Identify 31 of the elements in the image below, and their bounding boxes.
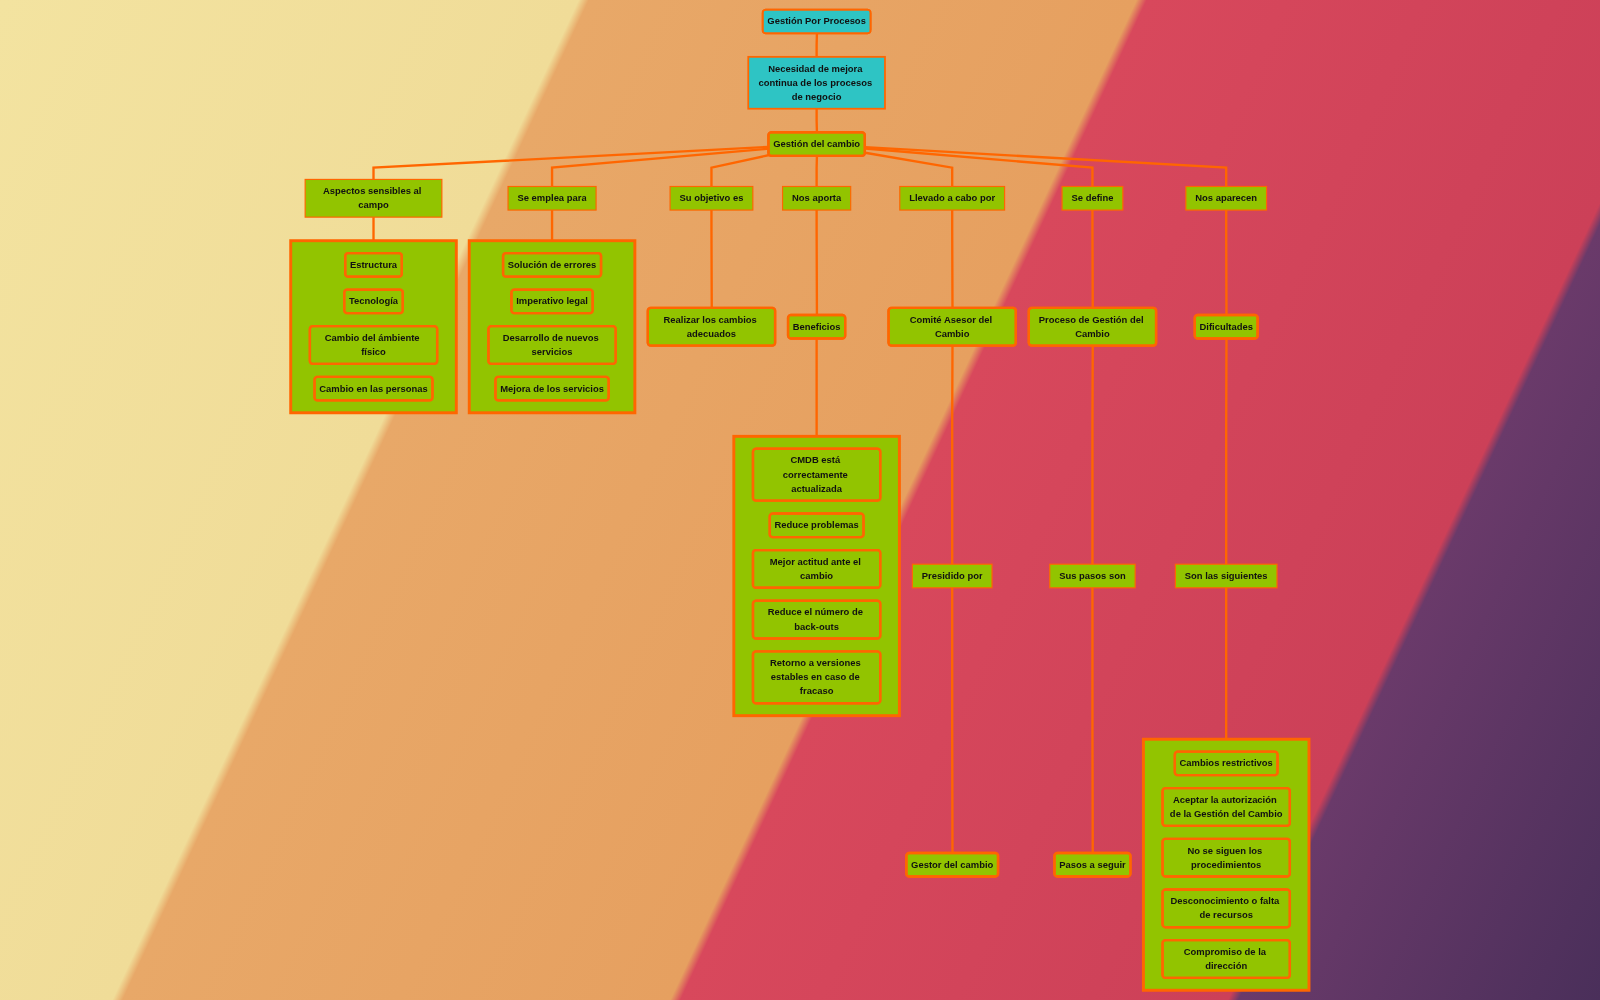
cluster xyxy=(467,239,637,415)
connector xyxy=(815,156,819,187)
node-box: Sus pasos son xyxy=(1049,563,1136,589)
node-box: Presidido por xyxy=(911,563,993,589)
connector xyxy=(372,217,375,241)
node-box: Se emplea para xyxy=(507,185,597,211)
node-box: Necesidad de mejora continua de los procesos de negocio xyxy=(747,55,886,110)
connector xyxy=(815,338,818,437)
node-box: Se define xyxy=(1061,185,1124,211)
connector xyxy=(865,147,1094,187)
cluster xyxy=(289,239,458,415)
connector xyxy=(951,345,954,565)
connector xyxy=(551,147,769,187)
connector xyxy=(865,151,954,187)
connector xyxy=(710,153,770,187)
node-box: Su objetivo es xyxy=(669,185,754,211)
cluster xyxy=(732,434,902,718)
connector xyxy=(1091,345,1095,565)
connector xyxy=(865,145,1228,187)
connector xyxy=(1225,587,1228,740)
connector xyxy=(372,145,769,180)
node-box: Son las siguientes xyxy=(1174,563,1278,589)
node-box: Nos aporta xyxy=(782,185,852,211)
connector xyxy=(1225,338,1228,565)
cluster xyxy=(1142,737,1311,992)
connector xyxy=(551,210,554,241)
connector xyxy=(815,33,819,57)
node-box: Aspectos sensibles al campo xyxy=(304,178,443,218)
node-box: Llevado a cabo por xyxy=(899,185,1006,211)
node-box: Nos aparecen xyxy=(1185,185,1268,211)
connector xyxy=(815,108,819,133)
